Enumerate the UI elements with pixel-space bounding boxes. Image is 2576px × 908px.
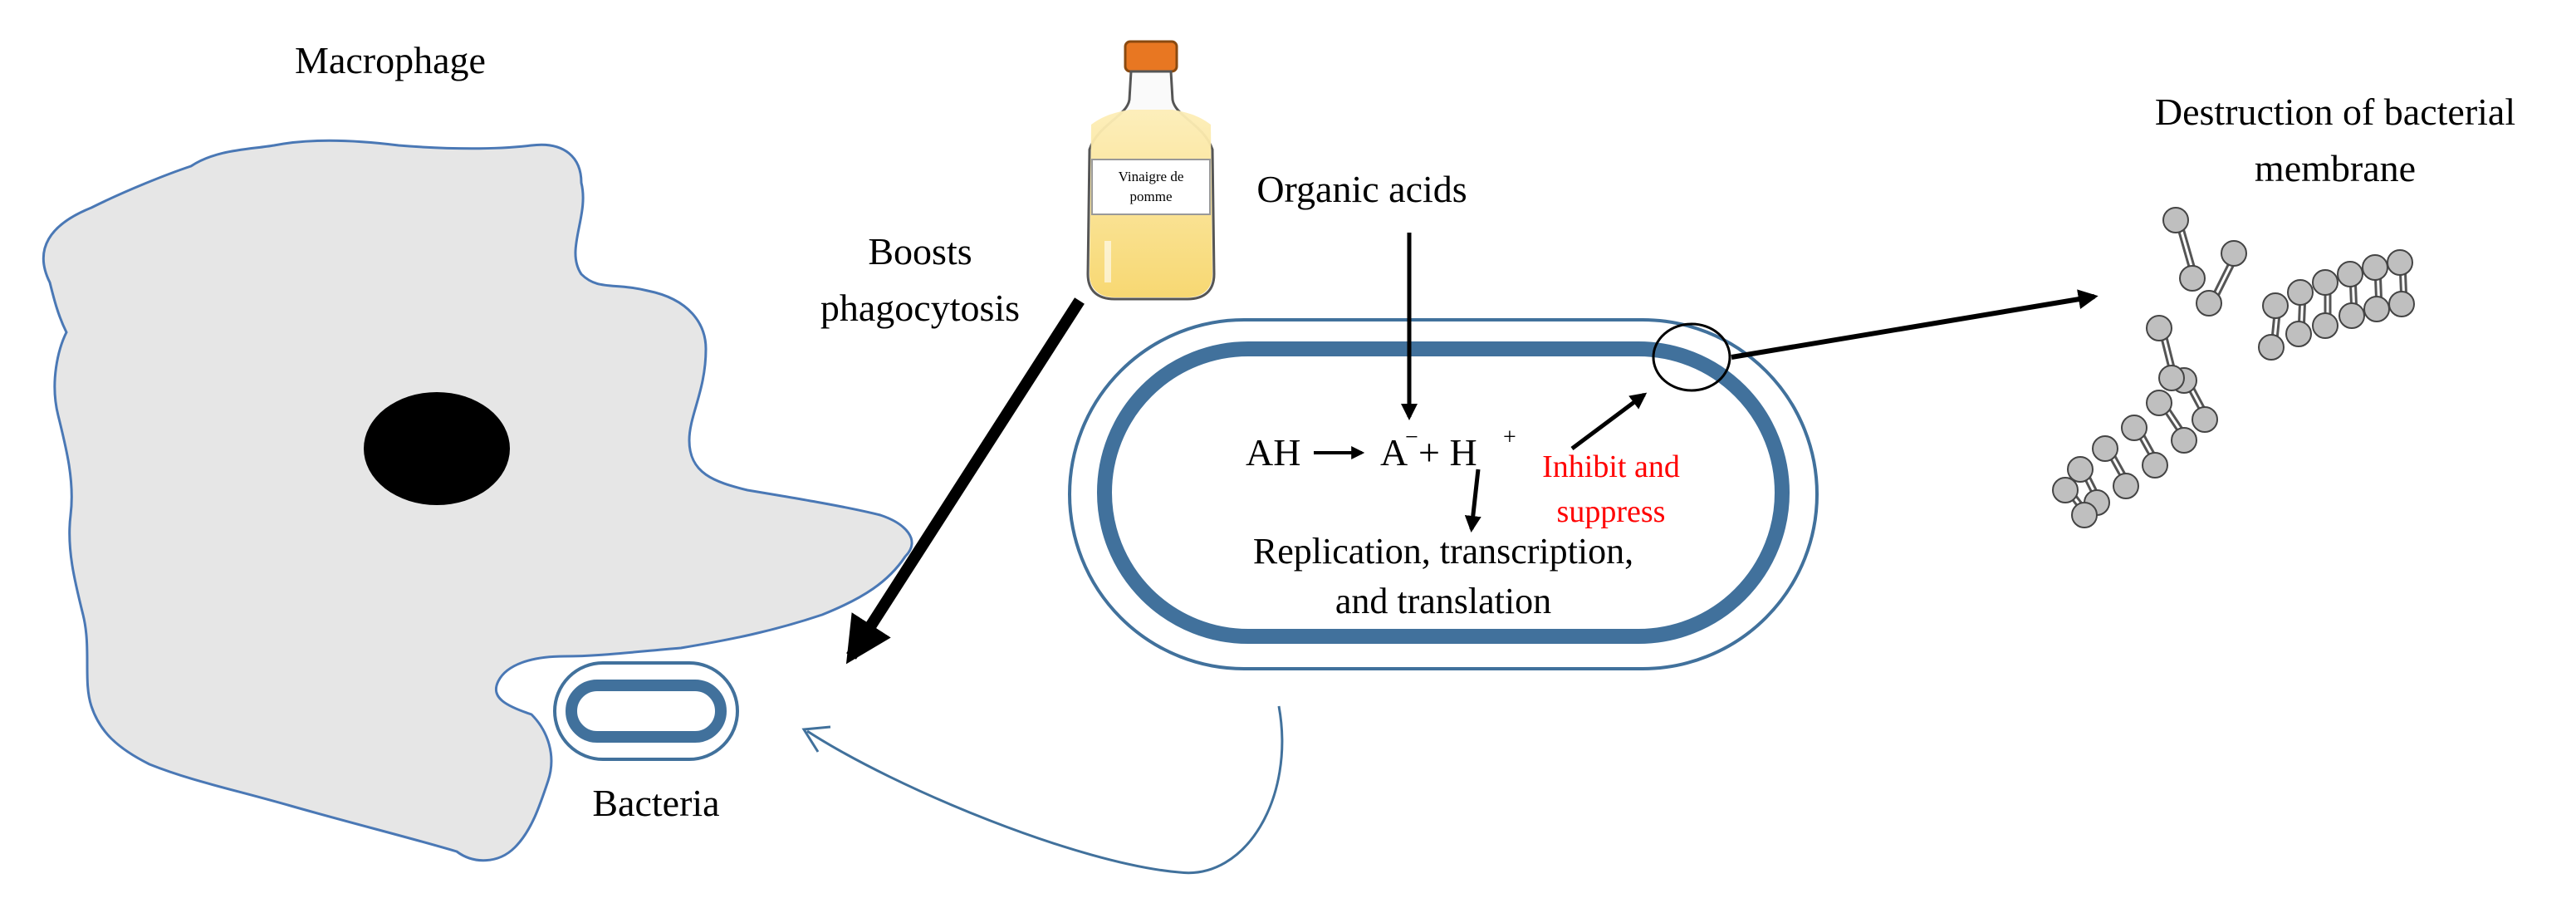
lipid-head [2363, 296, 2390, 322]
lipid-bilayer-fragment [2052, 207, 2415, 528]
reaction-plus-h: + H [1418, 431, 1477, 474]
inhibit-label-line2: suppress [1557, 494, 1666, 529]
reaction-a: A [1380, 431, 1408, 474]
lipid-head [2387, 249, 2413, 276]
lipid-head [2337, 261, 2363, 287]
lipid-head [2067, 456, 2094, 483]
inhibit-label-line1: Inhibit and [1542, 449, 1680, 484]
replication-label-line1: Replication, transcription, [1253, 531, 1633, 572]
lipid-head [2388, 291, 2415, 317]
reaction-ah: AH [1246, 431, 1300, 474]
lipid-head [2362, 254, 2388, 281]
lipid-head [2171, 427, 2197, 454]
boosts-arrow [845, 297, 1085, 665]
replication-label-line2: and translation [1335, 581, 1551, 621]
lipid-head [2196, 290, 2222, 317]
lipid-head [2287, 279, 2314, 306]
lipid-head [2312, 269, 2338, 296]
macrophage-cell [42, 139, 913, 862]
lipid-head [2092, 435, 2118, 462]
lipid-head [2146, 315, 2172, 341]
lipid-head [2258, 334, 2285, 361]
replication-arrow [1464, 469, 1481, 533]
lipid-head [2052, 477, 2079, 503]
lipid-head [2338, 302, 2365, 329]
membrane-destruction-arrow [1731, 289, 2099, 360]
lipid-head [2113, 473, 2139, 499]
membrane-focus-circle [1652, 322, 1731, 392]
reaction-h-charge: + [1503, 425, 1516, 450]
macrophage-nucleus [364, 392, 510, 505]
origin-curve-arrowhead [801, 725, 831, 753]
lipid-head [2142, 452, 2168, 479]
lipid-head [2285, 321, 2312, 347]
lipid-head [2146, 390, 2172, 416]
bottle-label-box [1091, 159, 1211, 215]
origin-curve-arrow [806, 705, 1284, 875]
destruction-label-line1: Destruction of bacterial [2155, 91, 2515, 133]
lipid-head [2262, 292, 2289, 319]
boosts-label-line2: phagocytosis [820, 287, 1020, 329]
lipid-head [2071, 502, 2098, 528]
vinegar-bottle [1086, 40, 1216, 301]
macrophage-label: Macrophage [295, 39, 486, 81]
destruction-label-line2: membrane [2255, 147, 2416, 189]
lipid-head [2179, 265, 2206, 292]
organic-acids-label: Organic acids [1256, 168, 1467, 210]
bacteria-label: Bacteria [592, 782, 719, 824]
reaction-a-charge: − [1405, 425, 1418, 450]
bottle-label-line2: pomme [1130, 189, 1173, 204]
lipid-head [2221, 240, 2247, 267]
bottle-label-line1: Vinaigre de [1119, 169, 1184, 184]
lipid-head [2121, 415, 2147, 441]
inhibit-arrow [1570, 392, 1648, 451]
boosts-label-line1: Boosts [868, 230, 972, 272]
lipid-head [2158, 365, 2185, 391]
small-bacterium-inner [566, 680, 727, 743]
lipid-head [2192, 406, 2218, 433]
lipid-head [2162, 207, 2189, 233]
lipid-head [2312, 312, 2338, 339]
